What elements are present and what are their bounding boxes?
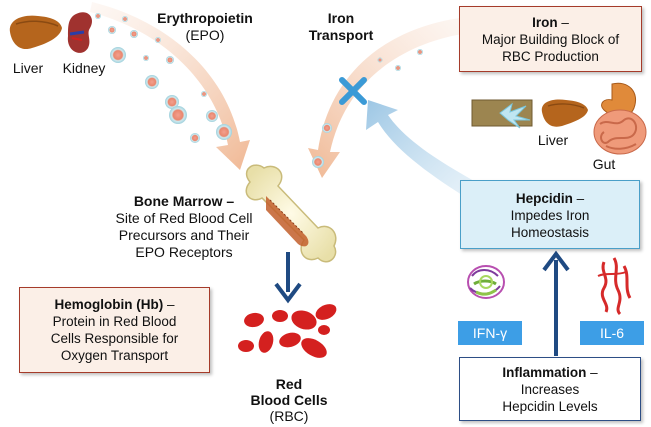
liver-right-label: Liver — [537, 132, 569, 148]
ifn-gamma-protein-icon — [467, 265, 505, 299]
iron-cells — [312, 49, 423, 168]
iron-box-dash: – — [557, 15, 569, 30]
liver-right-icon — [541, 99, 588, 127]
liver-label: Liver — [12, 60, 44, 76]
epo-arrow — [90, 2, 250, 170]
rbc-icon — [238, 304, 337, 358]
inflammation-box-line-2: Hepcidin Levels — [502, 399, 598, 414]
il6-protein-icon — [597, 257, 632, 316]
hemoglobin-box-line-2: Cells Responsible for — [50, 331, 179, 346]
rbc-label-2: Blood Cells — [250, 392, 328, 408]
rbc-label-1: Red — [275, 376, 303, 392]
inflammation-box-title: Inflammation — [502, 365, 587, 380]
hemoglobin-box-dash: – — [163, 297, 175, 312]
iron-box-title: Iron — [532, 15, 558, 30]
bone-icon — [245, 164, 337, 263]
macrophage-icon — [471, 99, 533, 129]
iron-transport-label-2: Transport — [308, 27, 374, 43]
epo-abbr: (EPO) — [185, 27, 225, 43]
hepcidin-box: Hepcidin – Impedes Iron Homeostasis — [460, 180, 640, 249]
inflammation-to-hepcidin-arrow — [542, 250, 570, 356]
bone-to-rbc-arrow — [274, 252, 302, 304]
hepcidin-block-arrow — [366, 100, 476, 200]
ifn-gamma-tag: IFN-γ — [458, 321, 522, 345]
iron-box-line-1: Major Building Block of — [481, 32, 620, 47]
hemoglobin-box-line-1: Protein in Red Blood — [52, 314, 177, 329]
hepcidin-box-line-1: Impedes Iron — [510, 208, 590, 223]
bone-marrow-desc-2: Precursors and Their — [118, 227, 250, 243]
liver-icon — [9, 15, 62, 50]
epo-title: Erythropoietin — [157, 10, 253, 26]
hemoglobin-box-title: Hemoglobin (Hb) — [54, 297, 164, 312]
hepcidin-box-line-2: Homeostasis — [510, 225, 590, 240]
inflammation-box-dash: – — [586, 365, 598, 380]
block-x-icon — [339, 77, 367, 105]
inflammation-box-line-1: Increases — [520, 382, 580, 397]
iron-transport-label-1: Iron — [327, 10, 355, 26]
hemoglobin-box: Hemoglobin (Hb) – Protein in Red Blood C… — [19, 287, 210, 373]
hepcidin-box-dash: – — [572, 191, 585, 206]
iron-box-line-2: RBC Production — [502, 49, 599, 64]
il6-tag: IL-6 — [580, 321, 644, 345]
hemoglobin-box-line-3: Oxygen Transport — [60, 348, 169, 363]
rbc-abbr: (RBC) — [269, 408, 309, 424]
inflammation-box: Inflammation – Increases Hepcidin Levels — [459, 357, 641, 421]
kidney-label: Kidney — [62, 60, 106, 76]
hepcidin-box-title: Hepcidin — [515, 191, 573, 206]
bone-marrow-title: Bone Marrow – — [133, 193, 235, 209]
epo-cells — [95, 13, 232, 143]
bone-marrow-desc-1: Site of Red Blood Cell — [115, 210, 253, 226]
gut-label: Gut — [592, 156, 616, 172]
intestine-icon — [593, 109, 647, 155]
iron-box: Iron – Major Building Block of RBC Produ… — [459, 6, 642, 72]
kidney-icon — [67, 12, 93, 53]
bone-marrow-desc-3: EPO Receptors — [135, 244, 233, 260]
